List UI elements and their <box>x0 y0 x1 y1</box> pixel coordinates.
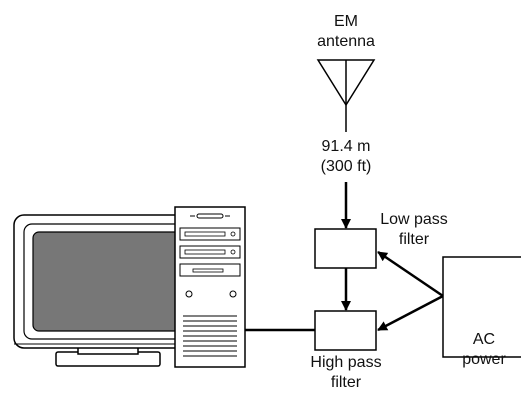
high-pass-label-line2: filter <box>330 374 362 391</box>
antenna-label: EM antenna <box>306 12 386 52</box>
crt-monitor-icon <box>13 214 203 367</box>
ac-power-label-line1: AC <box>472 331 496 348</box>
distance-label-metric: 91.4 m <box>321 138 371 155</box>
computer-tower-icon <box>174 206 246 368</box>
distance-label: 91.4 m (300 ft) <box>301 137 391 177</box>
antenna-label-line2: antenna <box>317 33 375 50</box>
low-pass-label-line2: filter <box>398 231 430 248</box>
antenna-icon <box>316 59 376 132</box>
low-pass-filter-box <box>314 228 377 269</box>
ac-power-label-line2: power <box>462 351 506 368</box>
ac-power-box <box>442 256 521 358</box>
antenna-label-line1: EM <box>334 13 358 30</box>
low-pass-label-line1: Low pass <box>380 211 448 228</box>
ac-to-low-pass-arrow <box>377 250 444 298</box>
ac-to-high-pass-arrow <box>377 294 444 332</box>
high-pass-filter-label: High pass filter <box>298 353 394 393</box>
low-pass-filter-label: Low pass filter <box>372 210 456 250</box>
ac-power-label: AC power <box>451 330 517 370</box>
high-pass-label-line1: High pass <box>310 354 382 371</box>
high-pass-filter-box <box>314 310 377 351</box>
distance-label-imperial: (300 ft) <box>320 158 372 175</box>
